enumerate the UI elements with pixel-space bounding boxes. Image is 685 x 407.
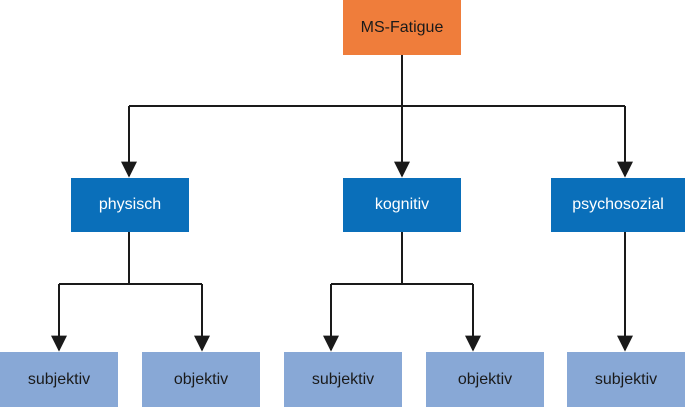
root-node: MS-Fatigue <box>343 0 461 55</box>
leaf-label: subjektiv <box>594 370 658 388</box>
leaf-node-kognitiv-subjektiv: subjektiv <box>284 352 402 407</box>
leaf-label: subjektiv <box>27 370 91 388</box>
category-node-psychosozial: psychosozial <box>551 178 685 232</box>
leaf-node-psychosozial-subjektiv: subjektiv <box>567 352 685 407</box>
category-label: kognitiv <box>374 196 430 213</box>
root-node-label: MS-Fatigue <box>360 18 444 36</box>
leaf-label: subjektiv <box>311 370 375 388</box>
leaf-node-physisch-subjektiv: subjektiv <box>0 352 118 407</box>
category-label: physisch <box>98 196 162 213</box>
leaf-label: objektiv <box>457 370 513 388</box>
leaf-node-physisch-objektiv: objektiv <box>142 352 260 407</box>
category-node-kognitiv: kognitiv <box>343 178 461 232</box>
category-node-physisch: physisch <box>71 178 189 232</box>
category-label: psychosozial <box>572 196 664 213</box>
leaf-node-kognitiv-objektiv: objektiv <box>426 352 544 407</box>
leaf-label: objektiv <box>173 370 229 388</box>
